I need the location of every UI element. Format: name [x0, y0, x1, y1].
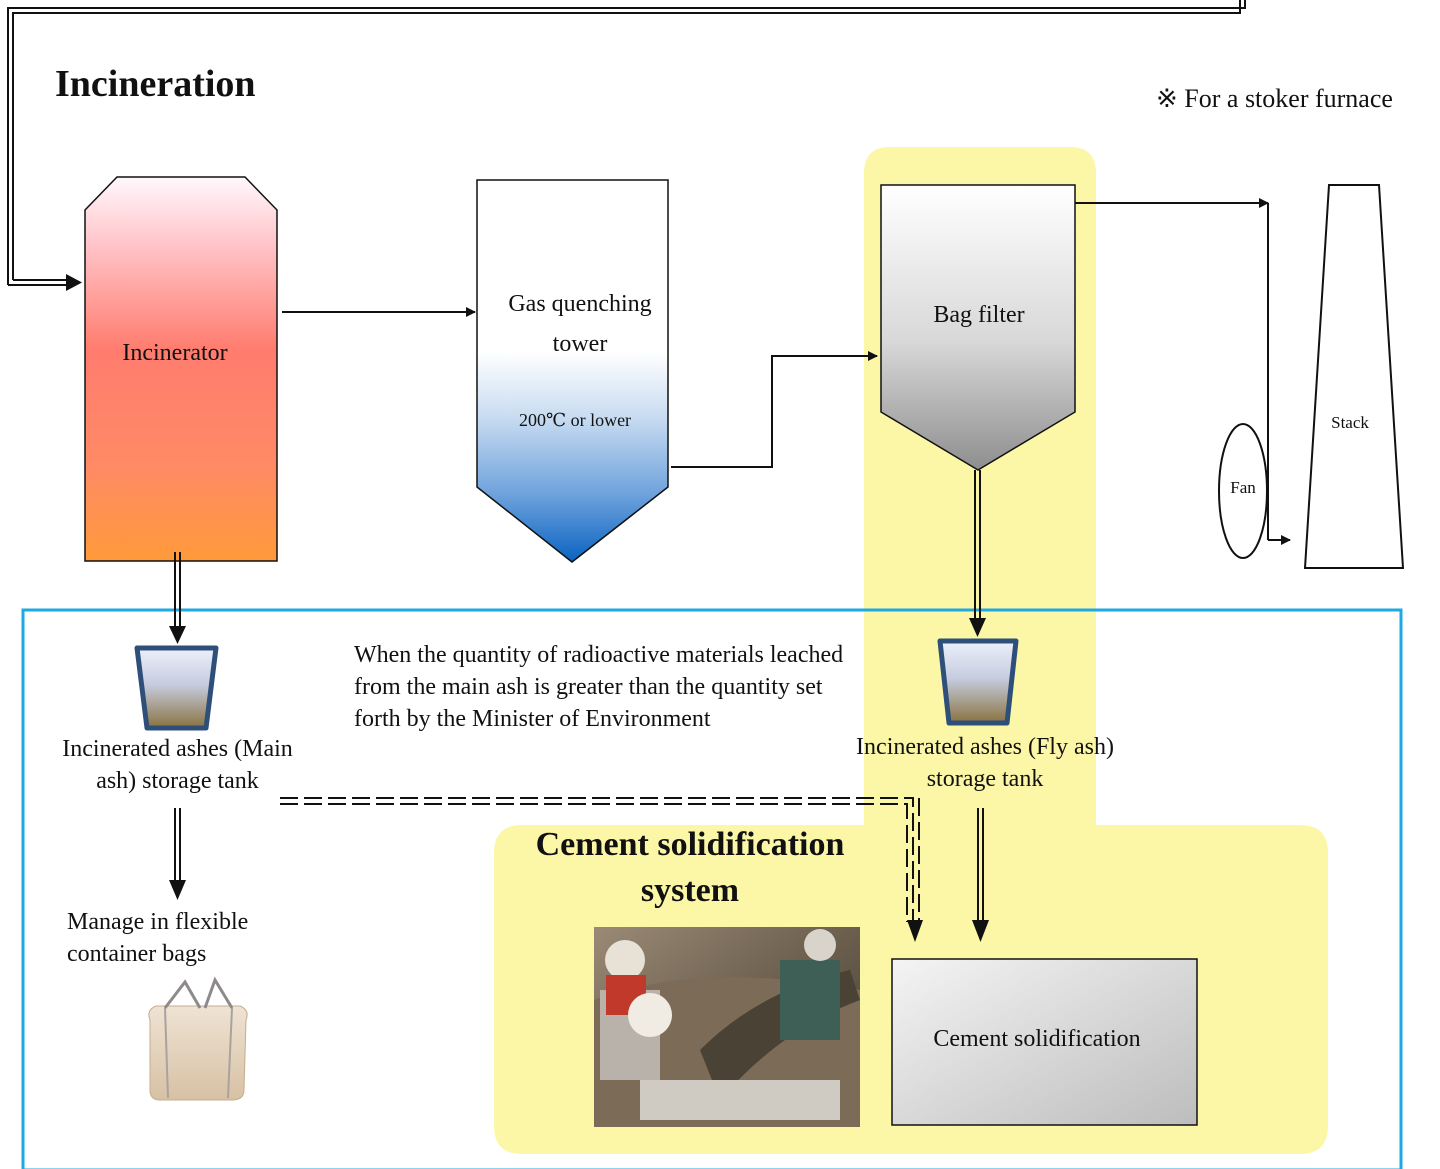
incinerator-label: Incinerator — [122, 340, 228, 366]
fan-label: Fan — [1230, 478, 1256, 497]
stack — [1303, 184, 1405, 569]
flexible-container-bag — [148, 976, 248, 1101]
fly-ash-tank — [937, 638, 1019, 726]
gas-quenching-tower — [476, 179, 669, 563]
stoker-furnace-note: ※ For a stoker furnace — [1156, 84, 1393, 113]
arrow-head-bags — [169, 880, 186, 900]
feed-line — [7, 0, 1246, 286]
arrow-head-fly-tank — [969, 618, 986, 637]
main-ash-tank — [134, 645, 219, 731]
gas-quenching-tower-label: Gas quenching tower — [508, 291, 652, 357]
cement-solidification-box — [891, 958, 1198, 1126]
feed-arrow-head — [66, 274, 82, 291]
bag-filter-label: Bag filter — [933, 302, 1025, 328]
incinerator — [84, 176, 278, 562]
main-ash-tank-label: Incinerated ashes (Main ash) storage tan… — [62, 736, 293, 794]
arrow-head-main-tank — [169, 626, 186, 644]
conditional-dashed-path — [280, 797, 914, 922]
fly-ash-tank-label: Incinerated ashes (Fly ash) storage tank — [856, 734, 1114, 792]
arrow-head-cement-fly — [972, 920, 989, 942]
ash-management-region — [21, 608, 1403, 1169]
arrow-fly-tank-to-cement — [977, 808, 984, 922]
stack-label: Stack — [1331, 413, 1369, 432]
cement-work-photo — [594, 927, 860, 1127]
arrow-filter-to-fly-tank — [974, 470, 981, 620]
cement-solidification-label: Cement solidification — [933, 1026, 1141, 1052]
temperature-label: 200℃ or lower — [518, 410, 632, 430]
arrow-incinerator-to-main-tank — [174, 552, 181, 628]
condition-note: When the quantity of radioactive materia… — [354, 642, 844, 732]
arrow-head-cement-main — [907, 920, 923, 942]
arrow-main-tank-to-bags — [174, 808, 181, 882]
highlight-area — [494, 147, 1328, 1154]
manage-bags-label: Manage in flexible container bags — [67, 909, 249, 967]
page-title: Incineration — [55, 63, 256, 105]
cement-system-title: Cement solidification system — [535, 826, 845, 909]
bag-filter — [880, 184, 1076, 471]
fan — [1218, 423, 1268, 559]
arrow-tower-to-filter — [671, 351, 878, 468]
